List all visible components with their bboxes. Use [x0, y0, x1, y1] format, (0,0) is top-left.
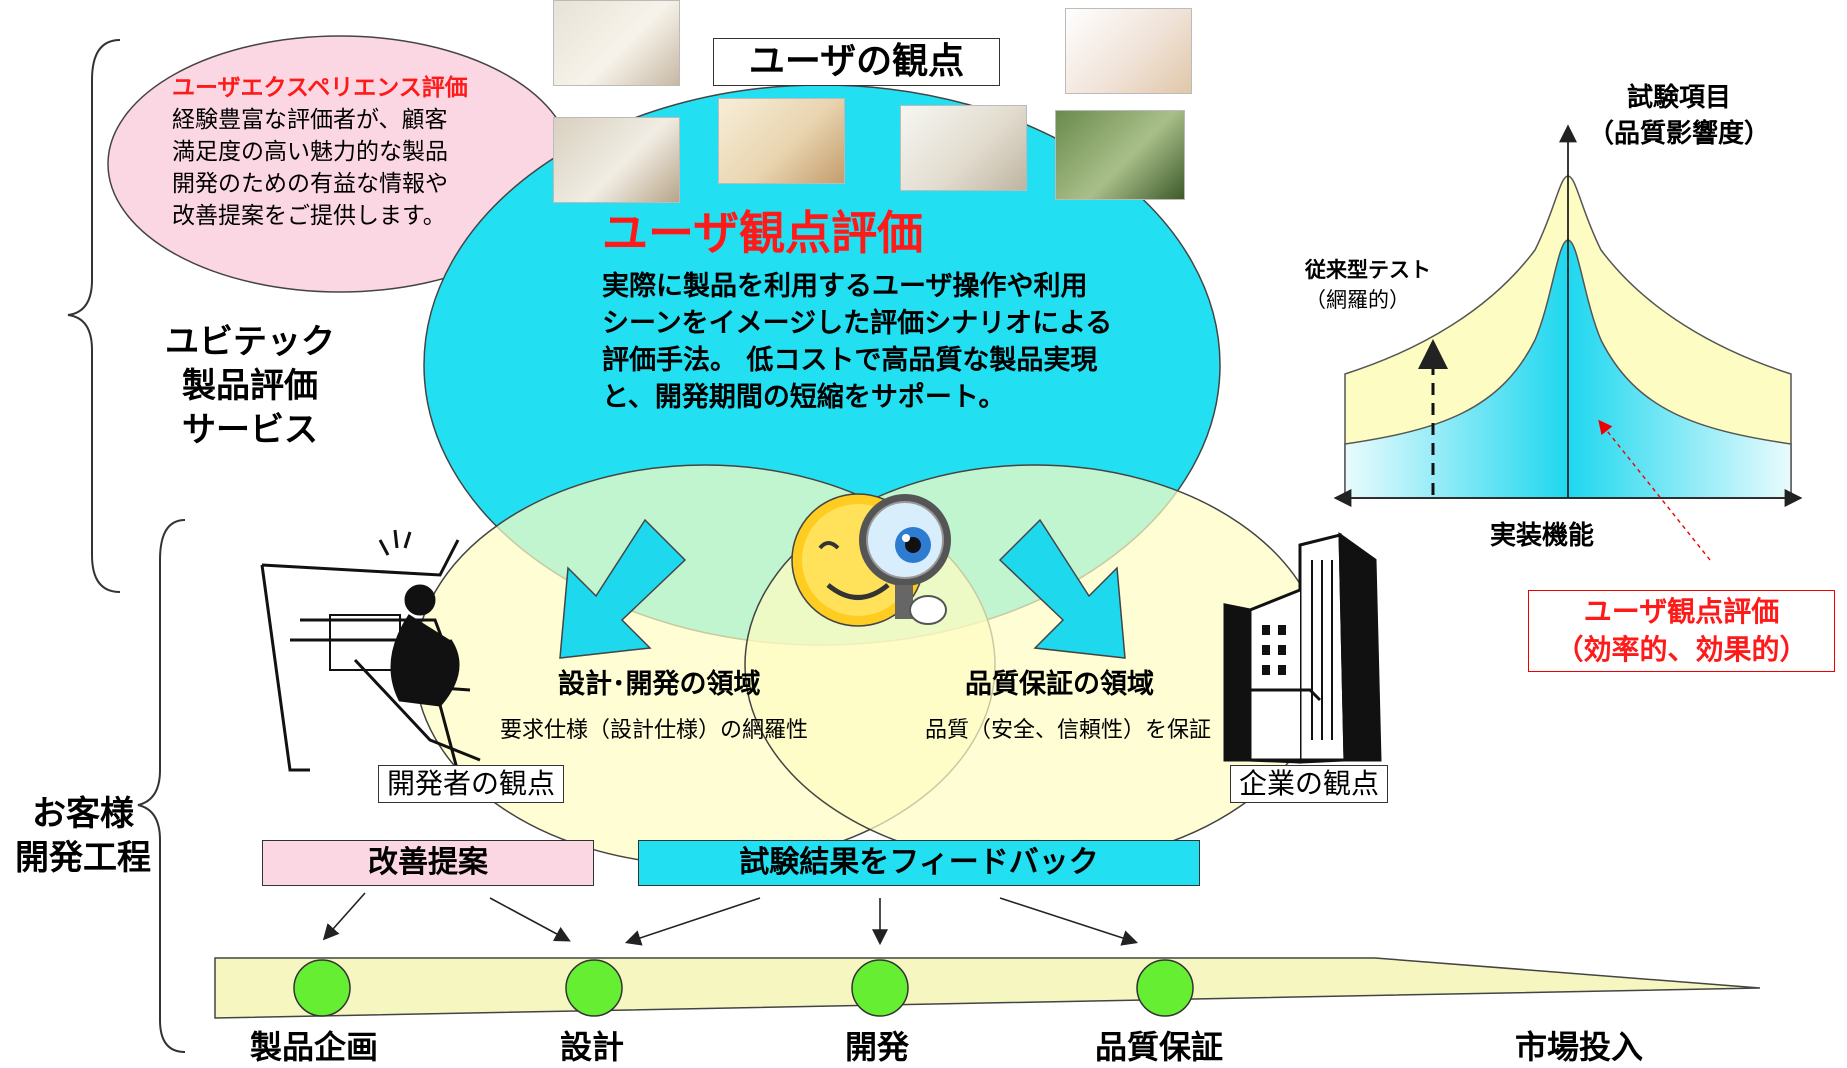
service-label: ユビテック 製品評価 サービス	[165, 322, 335, 450]
user-view-body: 実際に製品を利用するユーザ操作や利用 シーンをイメージした評価シナリオによる 評…	[602, 271, 1113, 413]
process-nodes	[293, 959, 1194, 1017]
user-photo-4	[718, 98, 845, 184]
company-viewpoint-label: 企業の観点	[1230, 765, 1389, 803]
building-clipart-icon	[1223, 532, 1382, 764]
smiley-magnifier-icon	[791, 493, 951, 627]
chart-x-label: 実装機能	[1490, 521, 1595, 551]
feedback-results-box: 試験結果をフィードバック	[638, 840, 1200, 886]
stage-label-planning: 製品企画	[250, 1028, 379, 1066]
ux-bubble-text: ユーザエクスペリエンス評価 経験豊富な評価者が、顧客 満足度の高い魅力的な製品 …	[172, 72, 468, 232]
stage-label-market: 市場投入	[1515, 1028, 1644, 1066]
improvement-proposal-box: 改善提案	[262, 840, 594, 886]
bell-chart	[1333, 124, 1803, 561]
brace-service	[67, 39, 121, 593]
user-photo-2	[1065, 8, 1192, 94]
ux-bubble-title: ユーザエクスペリエンス評価	[172, 75, 468, 101]
arrow-to-qa	[998, 518, 1126, 659]
user-view-header: ユーザの観点	[713, 38, 1000, 86]
customer-label: お客様 開発工程	[15, 794, 151, 878]
designer-clipart-icon	[260, 529, 481, 787]
developer-viewpoint-label: 開発者の観点	[378, 765, 565, 803]
arrow-to-design	[559, 518, 687, 659]
stage-label-development: 開発	[845, 1028, 910, 1066]
qa-area-title: 品質保証の領域	[965, 669, 1154, 700]
user-eval-chart-label: ユーザ観点評価 （効率的、効果的）	[1528, 590, 1835, 672]
user-photo-1	[553, 0, 680, 86]
stage-label-qa: 品質保証	[1095, 1028, 1224, 1066]
qa-area-desc: 品質（安全、信頼性）を保証	[925, 718, 1212, 743]
user-photo-6	[1055, 110, 1185, 200]
user-photo-5	[900, 105, 1027, 191]
design-area-desc: 要求仕様（設計仕様）の網羅性	[500, 718, 809, 743]
chart-y-label: 試験項目 （品質影響度）	[1588, 83, 1771, 149]
process-timeline	[214, 957, 1761, 1019]
user-photo-3	[553, 117, 680, 203]
design-area-title: 設計･開発の領域	[558, 669, 761, 700]
traditional-test-label: 従来型テスト （網羅的）	[1305, 258, 1431, 312]
feedback-arrows	[322, 892, 1139, 946]
stage-label-design: 設計	[560, 1028, 625, 1066]
brace-customer	[137, 519, 186, 1053]
user-view-title: ユーザ観点評価	[602, 206, 924, 260]
